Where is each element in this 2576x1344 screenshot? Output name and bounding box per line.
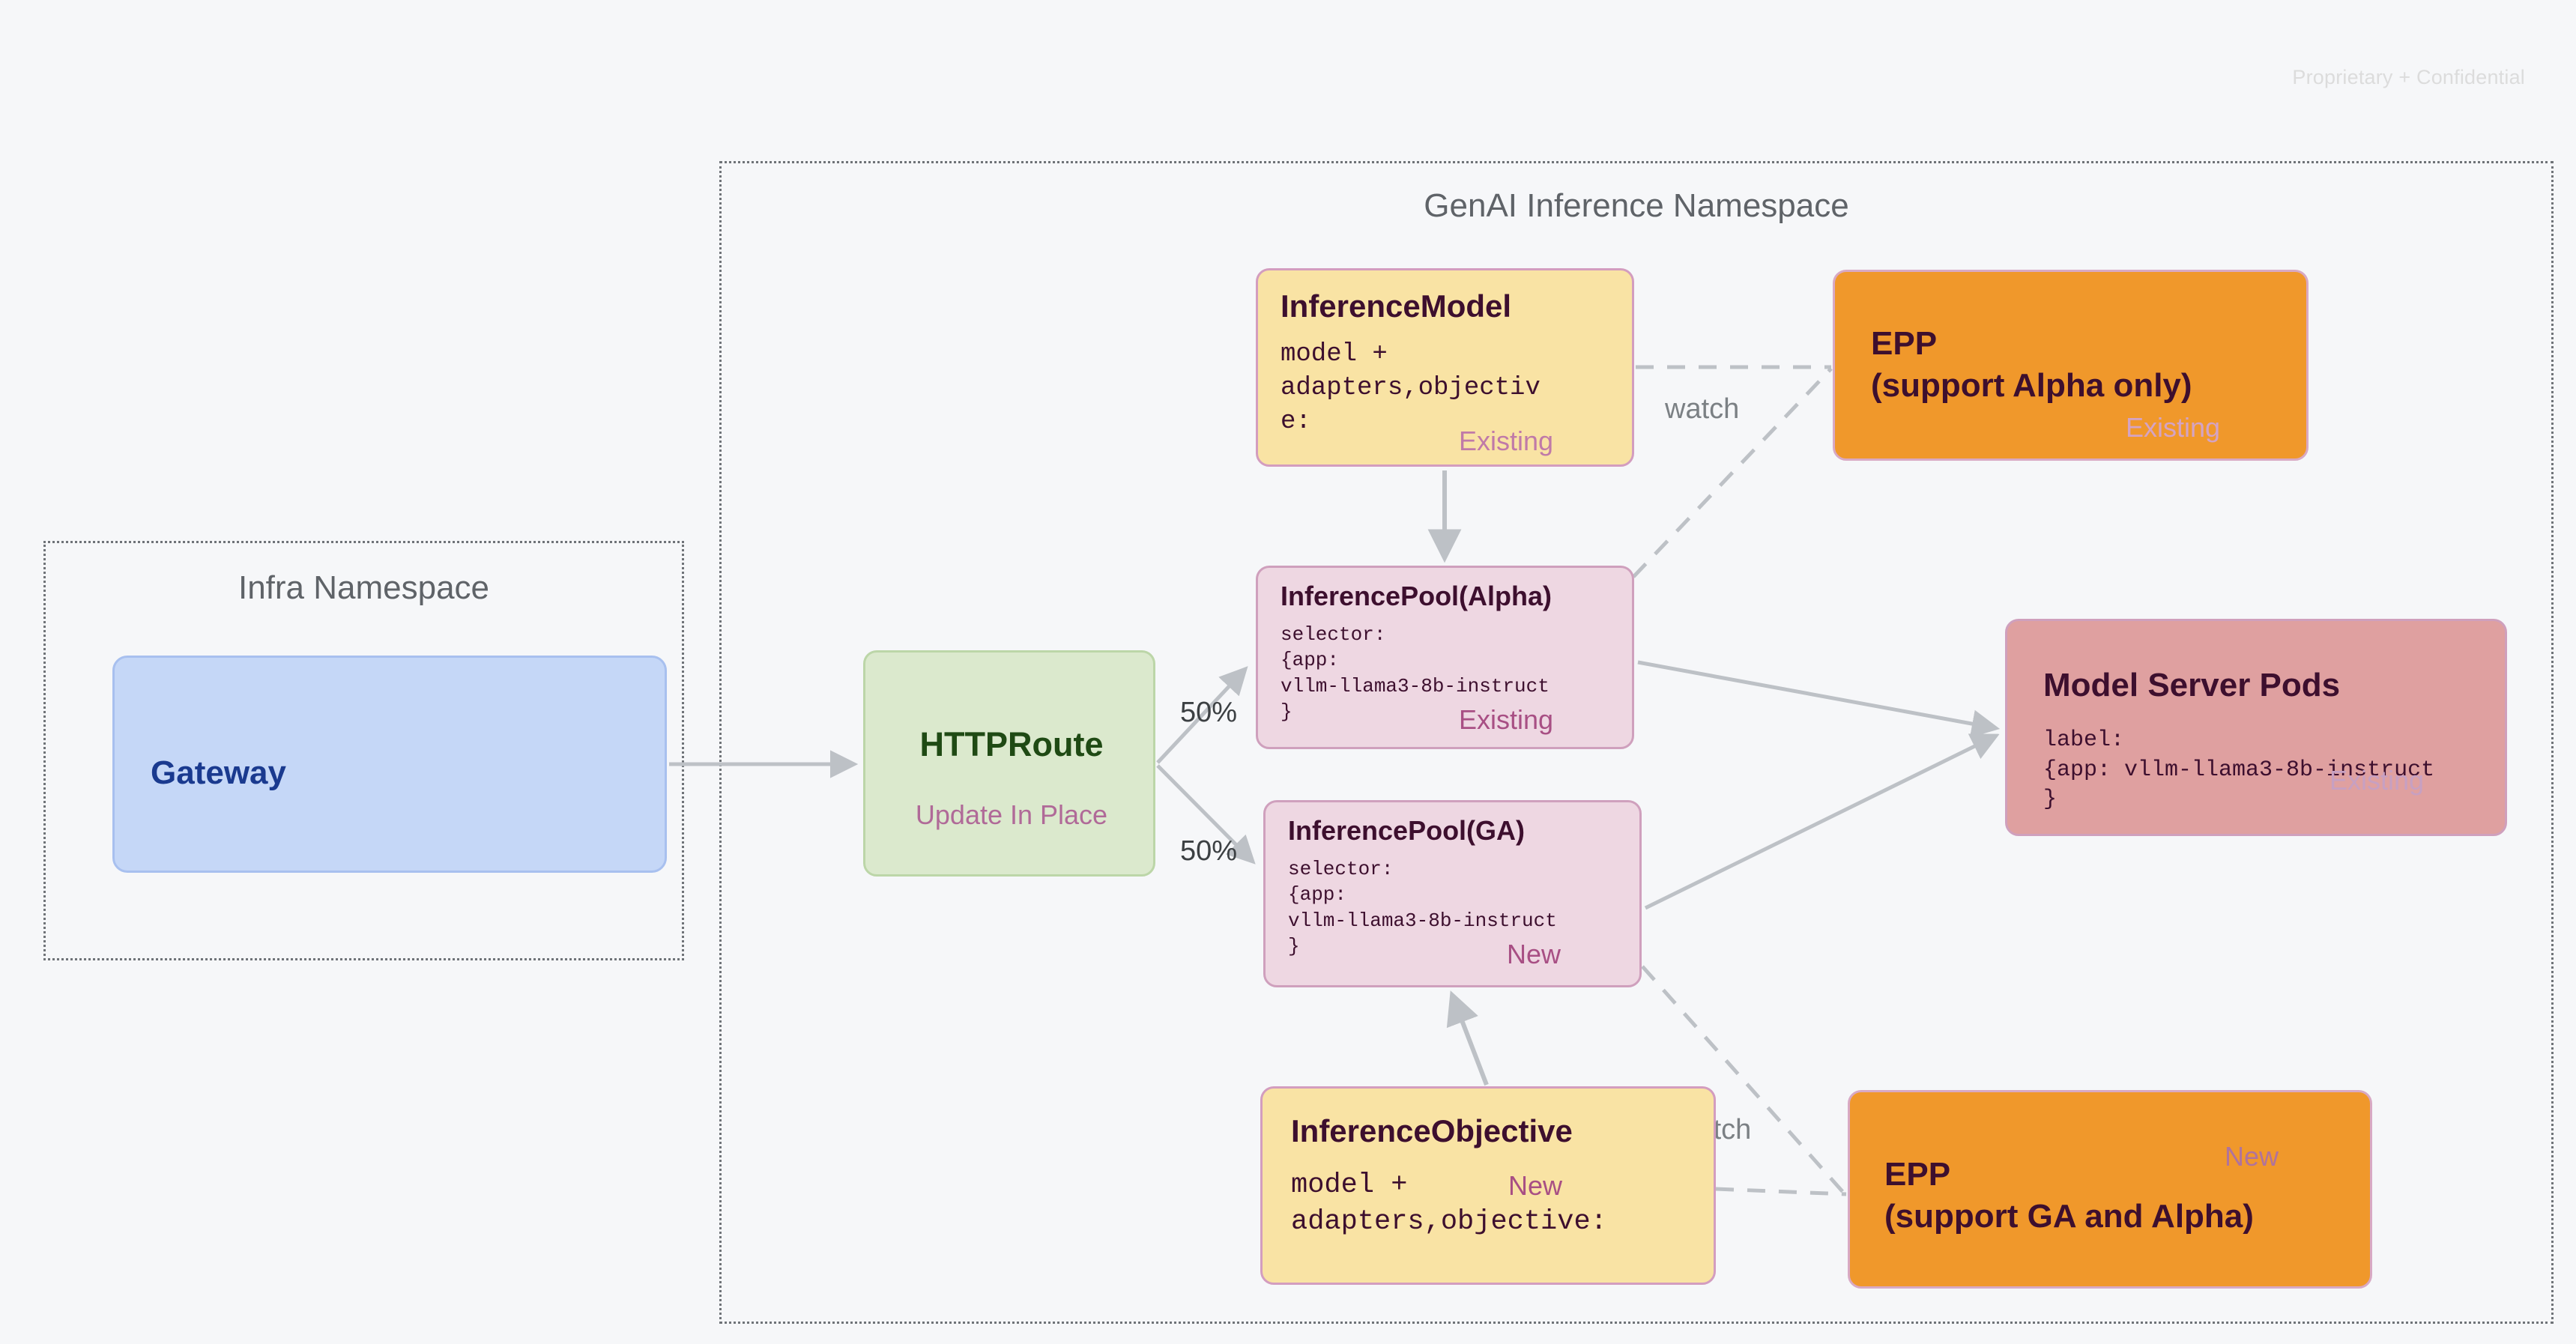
edge-label-split-bottom: 50%: [1180, 835, 1238, 867]
node-gateway[interactable]: Gateway: [112, 656, 667, 873]
inference-model-body: model + adapters,objectiv e:: [1281, 340, 1541, 436]
inference-pool-alpha-title: InferencePool(Alpha): [1281, 581, 1552, 611]
epp-ga-title: EPP (support GA and Alpha): [1884, 1156, 2254, 1235]
inference-pool-ga-title: InferencePool(GA): [1288, 815, 1526, 846]
inference-objective-body: model + adapters,objective:: [1291, 1169, 1607, 1238]
inference-model-badge: Existing: [1459, 426, 1554, 456]
genai-namespace-container: [719, 161, 2554, 1324]
model-server-pods-badge: Existing: [2329, 765, 2425, 796]
inference-pool-alpha-badge: Existing: [1459, 704, 1554, 735]
inference-model-title: InferenceModel: [1281, 288, 1512, 324]
infra-namespace-container: [43, 541, 684, 960]
model-server-pods-body: label: {app: vllm-llama3-8b-instruct }: [2043, 727, 2435, 813]
node-inference-pool-alpha[interactable]: InferencePool(Alpha) selector: {app: vll…: [1256, 566, 1634, 749]
node-inference-objective[interactable]: InferenceObjective model + adapters,obje…: [1260, 1086, 1716, 1285]
node-model-server-pods[interactable]: Model Server Pods label: {app: vllm-llam…: [2005, 619, 2507, 836]
node-inference-model[interactable]: InferenceModel model + adapters,objectiv…: [1256, 268, 1634, 467]
node-inference-pool-ga[interactable]: InferencePool(GA) selector: {app: vllm-l…: [1263, 800, 1642, 987]
inference-pool-ga-badge: New: [1507, 939, 1561, 969]
node-epp-ga[interactable]: EPP (support GA and Alpha) New: [1848, 1090, 2372, 1289]
inference-objective-title: InferenceObjective: [1291, 1113, 1573, 1148]
epp-alpha-title: EPP (support Alpha only): [1871, 325, 2192, 405]
inference-pool-alpha-body: selector: {app: vllm-llama3-8b-instruct …: [1281, 623, 1549, 723]
inference-objective-badge: New: [1508, 1170, 1563, 1201]
model-server-pods-title: Model Server Pods: [2043, 667, 2341, 703]
epp-ga-badge: New: [2225, 1141, 2279, 1172]
gateway-title: Gateway: [151, 754, 286, 791]
epp-alpha-badge: Existing: [2126, 412, 2221, 443]
genai-namespace-title: GenAI Inference Namespace: [1424, 187, 1849, 224]
inference-pool-ga-body: selector: {app: vllm-llama3-8b-instruct …: [1288, 858, 1557, 957]
node-epp-alpha[interactable]: EPP (support Alpha only) Existing: [1833, 270, 2309, 461]
infra-namespace-title: Infra Namespace: [238, 569, 490, 606]
httproute-subtitle: Update In Place: [915, 799, 1108, 830]
node-httproute[interactable]: HTTPRoute Update In Place: [863, 650, 1155, 877]
edge-label-split-top: 50%: [1180, 697, 1238, 728]
confidential-watermark: Proprietary + Confidential: [2292, 66, 2525, 88]
edge-label-watch-top: watch: [1665, 393, 1740, 425]
httproute-title: HTTPRoute: [919, 725, 1104, 763]
